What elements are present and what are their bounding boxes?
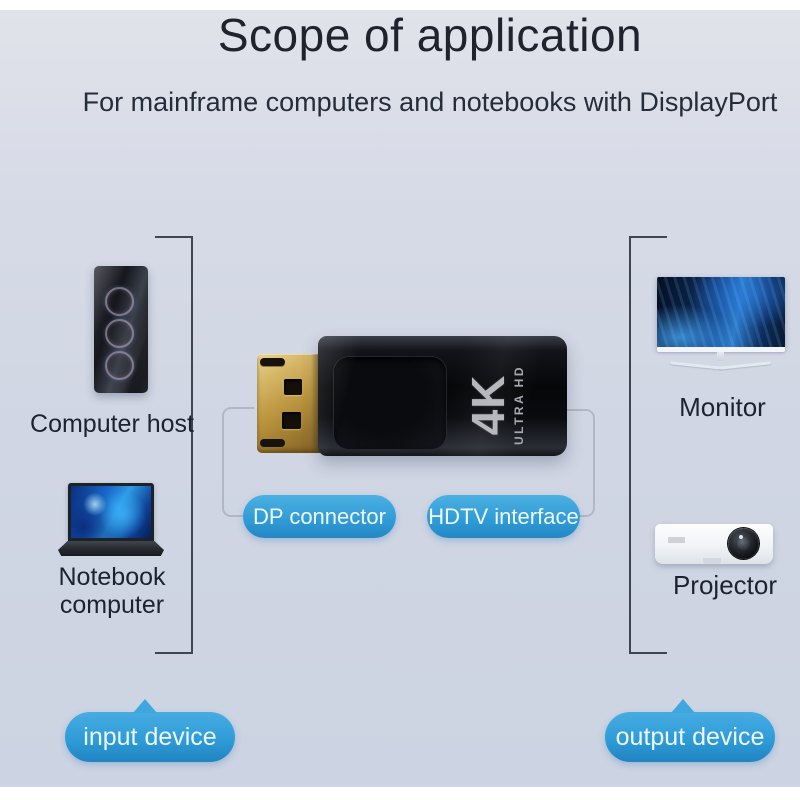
projector-logo-mark: [668, 537, 685, 543]
dp-leader-line: [222, 407, 254, 517]
adapter-print-4k: 4K: [462, 374, 515, 436]
plug-latch: [260, 439, 285, 448]
fan-ring-icon: [105, 319, 134, 348]
monitor-label: Monitor: [679, 392, 766, 422]
monitor-chin: [657, 347, 785, 352]
projector-lens-icon: [728, 528, 759, 559]
fan-ring-icon: [105, 287, 134, 316]
projector-foot: [703, 558, 721, 564]
dp-connector-callout: DP connector: [243, 495, 396, 538]
plug-hole: [282, 412, 301, 429]
projector-label: Projector: [672, 570, 778, 600]
monitor-stand-neck: [717, 352, 724, 361]
adapter-print-ultra-hd: ULTRA HD: [511, 365, 526, 445]
adapter-recess: [334, 357, 446, 449]
monitor-image: [657, 277, 785, 375]
hdtv-interface-callout: HDTV interface: [427, 495, 580, 538]
page-title: Scope of application: [217, 9, 643, 61]
dp-plug-image: [257, 354, 320, 453]
input-device-tag: input device: [65, 699, 235, 762]
monitor-screen: [657, 277, 785, 348]
notebook-computer-image: [58, 483, 164, 557]
projector-lens-inner: [737, 537, 750, 550]
monitor-stand-leg: [718, 361, 772, 370]
page-subtitle: For mainframe computers and notebooks wi…: [82, 87, 778, 117]
output-device-tag: output device: [605, 699, 775, 762]
output-group-bracket: [629, 236, 667, 654]
adapter-body-image: [318, 336, 567, 456]
monitor-stand-leg: [669, 361, 723, 370]
laptop-wallpaper: [71, 486, 151, 538]
plug-hole: [284, 379, 302, 395]
computer-host-image: [94, 266, 148, 393]
laptop-base: [58, 541, 164, 556]
input-device-tag-label: input device: [83, 722, 217, 751]
tag-pointer-icon: [671, 699, 695, 713]
input-group-bracket: [155, 236, 193, 654]
laptop-screen: [68, 483, 154, 541]
projector-image: [655, 524, 773, 564]
lens-glint: [739, 535, 743, 539]
plug-latch: [260, 358, 285, 367]
adapter-print: 4K ULTRA HD: [442, 350, 552, 460]
fan-ring-icon: [105, 351, 134, 380]
notebook-computer-label: Notebook computer: [58, 563, 166, 619]
computer-host-label: Computer host: [30, 410, 194, 438]
output-device-tag-label: output device: [615, 722, 765, 751]
tag-pointer-icon: [133, 699, 157, 713]
